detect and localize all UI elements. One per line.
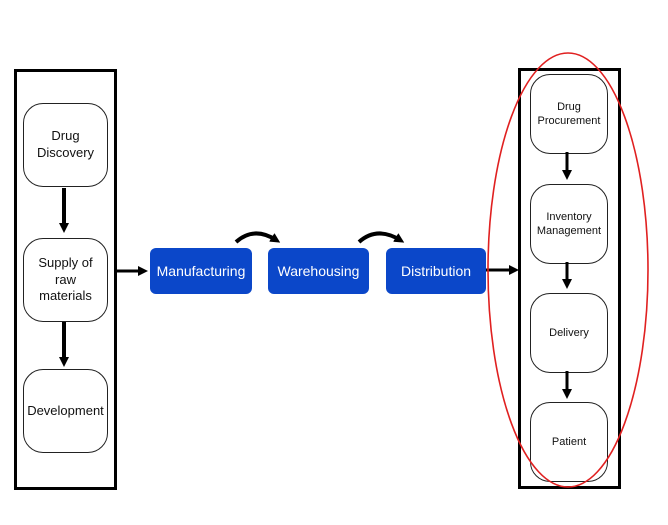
step-warehousing: Warehousing (268, 248, 369, 294)
step-manufacturing: Manufacturing (150, 248, 252, 294)
node-supply-of-raw-materials: Supply of raw materials (23, 238, 108, 322)
node-delivery: Delivery (530, 293, 608, 373)
left-column-frame: Drug Discovery Supply of raw materials D… (14, 69, 117, 490)
node-inventory-management: Inventory Management (530, 184, 608, 264)
node-development: Development (23, 369, 108, 453)
right-column-frame: Drug Procurement Inventory Management De… (518, 68, 621, 489)
node-drug-discovery: Drug Discovery (23, 103, 108, 187)
curve-arrow-warehousing-to-distribution (357, 231, 405, 244)
node-drug-procurement: Drug Procurement (530, 74, 608, 154)
step-distribution: Distribution (386, 248, 486, 294)
node-patient: Patient (530, 402, 608, 482)
curve-arrow-manufacturing-to-warehousing (234, 231, 281, 244)
